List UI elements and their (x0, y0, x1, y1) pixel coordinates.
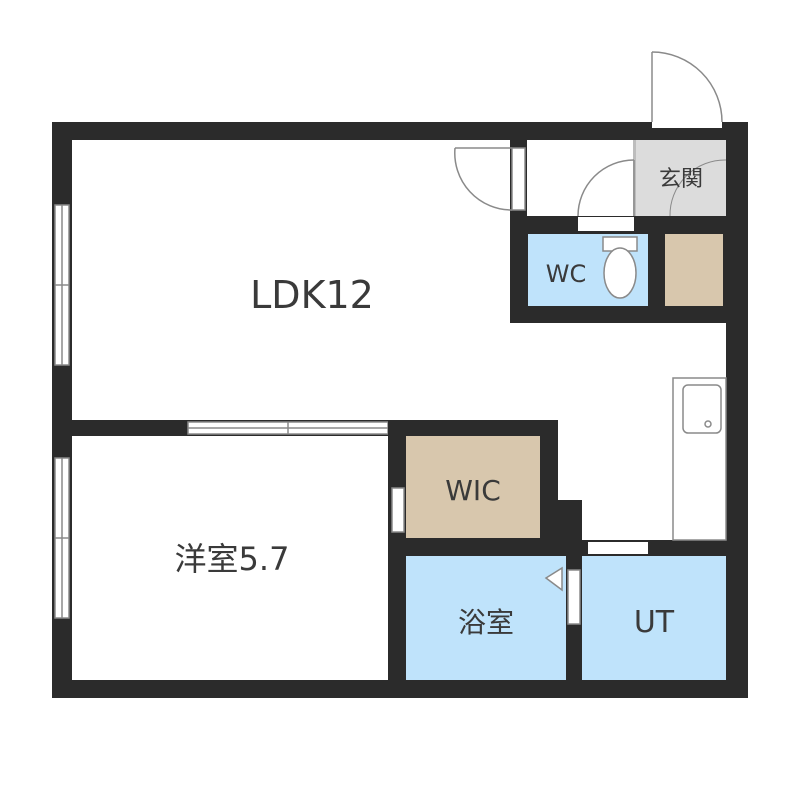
west-windows (54, 204, 70, 619)
bath-west-wall (388, 556, 406, 680)
entrance-floor (635, 140, 726, 216)
corridor-opening (588, 542, 648, 554)
western-room-floor (72, 436, 388, 680)
wc-door-swing (577, 159, 635, 217)
ut-floor (582, 556, 726, 680)
wc-door (578, 217, 634, 231)
kitchen-sink (682, 384, 722, 434)
wic-label: WIC (445, 474, 501, 507)
bath-floor (406, 556, 566, 680)
front-door-swing (651, 51, 723, 123)
ldk-door-swing (454, 147, 513, 211)
kitchen-counter (672, 377, 727, 541)
ldk-door (511, 147, 526, 211)
western-room-label: 洋室5.7 (175, 540, 290, 578)
front-door-gap (652, 118, 722, 128)
bath-label: 浴室 (458, 606, 514, 639)
shoe-closet (665, 234, 723, 306)
ldk-label: LDK12 (250, 273, 374, 317)
sliding-door (187, 421, 389, 435)
wic-door (391, 487, 405, 533)
wc-block-walls (510, 140, 726, 323)
bath-door-marker (544, 566, 563, 592)
bath-door (567, 569, 581, 625)
sink-drain-icon (704, 420, 712, 428)
wic-walls (388, 420, 582, 556)
wic-floor (406, 436, 540, 538)
ldk-floor (72, 140, 510, 420)
toilet-icon (602, 236, 638, 299)
entry-hall-floor (527, 140, 635, 216)
entrance-arc (669, 159, 727, 217)
entrance-label: 玄関 (659, 167, 703, 192)
wc-label: WC (546, 260, 587, 288)
ut-label: UT (634, 605, 675, 640)
